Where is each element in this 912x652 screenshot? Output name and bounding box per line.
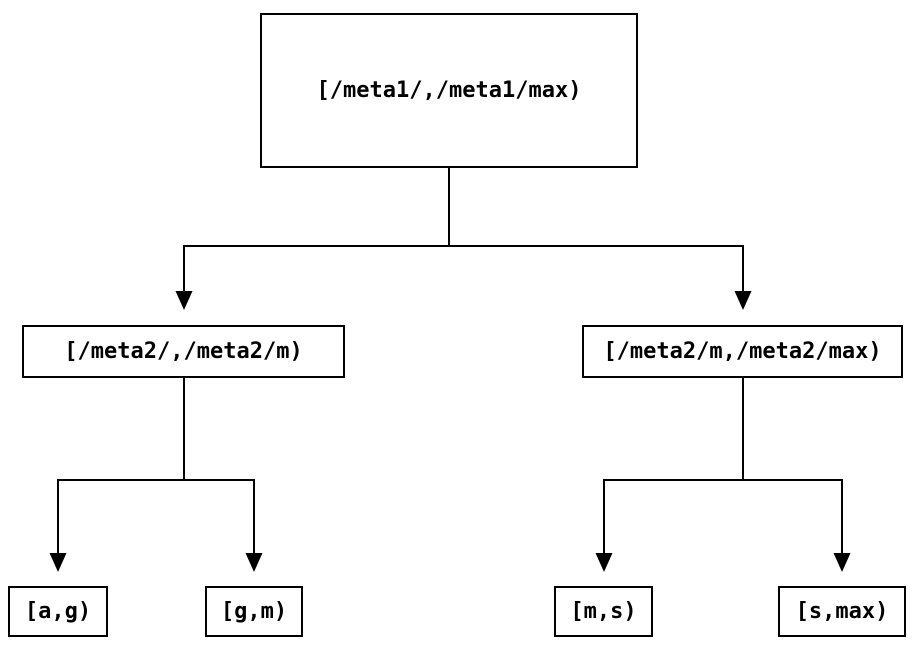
node-root: [/meta1/,/meta1/max) bbox=[260, 13, 638, 168]
node-leaf-ag-label: [a,g) bbox=[24, 599, 92, 624]
node-leaf-smax: [s,max) bbox=[778, 586, 906, 637]
node-leaf-gm-label: [g,m) bbox=[220, 599, 288, 624]
arrowhead-to-child-right bbox=[734, 291, 752, 310]
node-leaf-ms: [m,s) bbox=[554, 586, 653, 637]
node-leaf-smax-label: [s,max) bbox=[795, 599, 889, 624]
arrowhead-to-leaf-smax bbox=[833, 553, 851, 572]
node-child-right: [/meta2/m,/meta2/max) bbox=[582, 325, 903, 378]
arrowhead-to-leaf-gm bbox=[245, 553, 263, 572]
node-leaf-gm: [g,m) bbox=[205, 586, 303, 637]
node-root-label: [/meta1/,/meta1/max) bbox=[316, 78, 582, 103]
arrowhead-to-child-left bbox=[175, 291, 193, 310]
node-child-left: [/meta2/,/meta2/m) bbox=[22, 325, 345, 378]
arrowhead-to-leaf-ag bbox=[49, 553, 67, 572]
node-child-right-label: [/meta2/m,/meta2/max) bbox=[603, 339, 882, 364]
node-leaf-ag: [a,g) bbox=[8, 586, 108, 637]
node-leaf-ms-label: [m,s) bbox=[570, 599, 637, 624]
node-child-left-label: [/meta2/,/meta2/m) bbox=[64, 339, 303, 364]
arrowhead-to-leaf-ms bbox=[595, 553, 613, 572]
